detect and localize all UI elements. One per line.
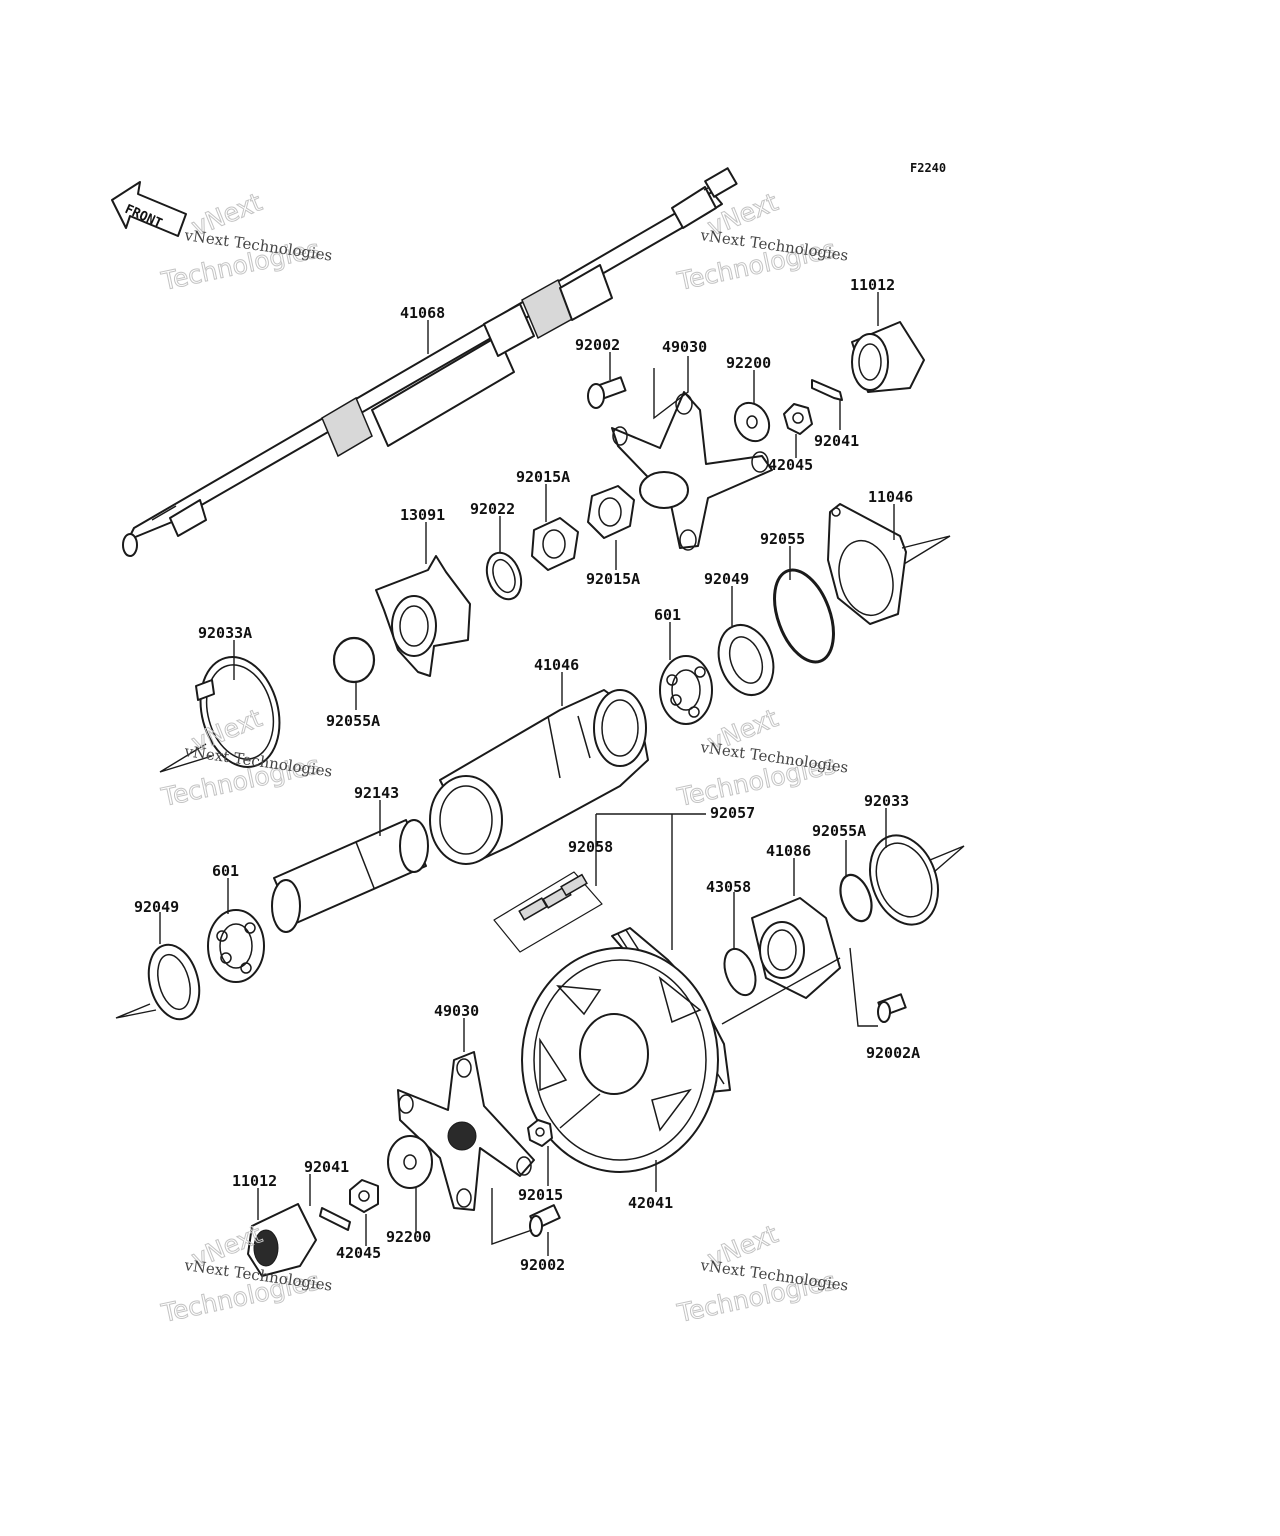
- nut-42045-top[interactable]: [783, 403, 813, 435]
- leader-lines: [159, 292, 895, 1256]
- label-49030-bot: 49030: [434, 1002, 479, 1020]
- label-92055A-left: 92055A: [326, 712, 380, 730]
- label-42041: 42041: [628, 1194, 673, 1212]
- axle-shaft-41068[interactable]: [122, 167, 738, 557]
- flange-13091[interactable]: [375, 555, 471, 677]
- part-labels: 41068 11012 92002 49030 92200 42045 9204…: [134, 276, 920, 1274]
- axle-housing-41046[interactable]: [429, 689, 649, 865]
- sprocket-42041[interactable]: [521, 947, 719, 1173]
- label-92055A-right: 92055A: [812, 822, 866, 840]
- label-92057: 92057: [710, 804, 755, 822]
- spacer-92143[interactable]: [271, 819, 429, 933]
- label-92143: 92143: [354, 784, 399, 802]
- hub-49030-bot[interactable]: [397, 1051, 535, 1211]
- seal-92049-right[interactable]: [709, 617, 782, 702]
- label-92058: 92058: [568, 838, 613, 856]
- label-601-left: 601: [212, 862, 239, 880]
- label-11012-top: 11012: [850, 276, 895, 294]
- nut-42045-bot[interactable]: [349, 1179, 379, 1213]
- bolt-92002A[interactable]: [877, 993, 907, 1023]
- label-92015A-1: 92015A: [516, 468, 570, 486]
- front-arrow-icon: FRONT: [111, 181, 187, 237]
- master-link-92058[interactable]: [493, 871, 603, 953]
- bolt-92002-top[interactable]: [587, 376, 627, 409]
- label-92015A-2: 92015A: [586, 570, 640, 588]
- label-43058: 43058: [706, 878, 751, 896]
- label-92041-bot: 92041: [304, 1158, 349, 1176]
- sprocket-hub-41086[interactable]: [751, 897, 841, 999]
- bracket-11046[interactable]: [827, 503, 951, 625]
- watermark-mid-left: vNext Technologies vNext Technologies: [158, 703, 334, 813]
- ring-43058[interactable]: [719, 945, 762, 1000]
- label-41086: 41086: [766, 842, 811, 860]
- cotter-pin-92041-bot[interactable]: [319, 1207, 351, 1231]
- label-92015: 92015: [518, 1186, 563, 1204]
- label-92002-bot: 92002: [520, 1256, 565, 1274]
- label-92022: 92022: [470, 500, 515, 518]
- washer-92200-top[interactable]: [728, 397, 776, 448]
- label-92049-left: 92049: [134, 898, 179, 916]
- washer-92200-bot[interactable]: [387, 1135, 433, 1189]
- hub-49030-top[interactable]: [611, 391, 773, 551]
- nut-92015A-a[interactable]: [531, 517, 579, 571]
- snap-ring-92033A[interactable]: [159, 648, 291, 776]
- cotter-pin-92041-top[interactable]: [811, 379, 843, 401]
- label-13091: 13091: [400, 506, 445, 524]
- label-49030-top: 49030: [662, 338, 707, 356]
- seal-92049-left[interactable]: [115, 939, 207, 1025]
- o-ring-92055[interactable]: [763, 562, 845, 670]
- label-41068: 41068: [400, 304, 445, 322]
- label-11046: 11046: [868, 488, 913, 506]
- label-92002-top: 92002: [575, 336, 620, 354]
- watermark-bot-right: vNext Technologies vNext Technologies: [674, 1219, 850, 1329]
- nut-92015A-b[interactable]: [587, 485, 635, 539]
- label-11012-bot: 11012: [232, 1172, 277, 1190]
- label-92049-right: 92049: [704, 570, 749, 588]
- o-ring-92055A-right[interactable]: [835, 871, 878, 926]
- collar-92022[interactable]: [481, 548, 527, 604]
- bearing-601-left[interactable]: [207, 909, 265, 983]
- label-41046: 41046: [534, 656, 579, 674]
- o-ring-92055A-left[interactable]: [332, 636, 376, 684]
- label-92002A: 92002A: [866, 1044, 920, 1062]
- label-92055: 92055: [760, 530, 805, 548]
- cap-11012-bot[interactable]: [247, 1203, 317, 1277]
- label-42045-top: 42045: [768, 456, 813, 474]
- label-92041-top: 92041: [814, 432, 859, 450]
- bolt-92002-bot[interactable]: [529, 1204, 561, 1237]
- nut-92015[interactable]: [527, 1119, 553, 1147]
- snap-ring-92033[interactable]: [858, 826, 965, 934]
- label-42045-bot: 42045: [336, 1244, 381, 1262]
- label-92200-top: 92200: [726, 354, 771, 372]
- label-601-right: 601: [654, 606, 681, 624]
- label-92033A: 92033A: [198, 624, 252, 642]
- label-92033: 92033: [864, 792, 909, 810]
- watermark-top-left: vNext Technologies vNext Technologies: [158, 187, 334, 297]
- figure-ref: F2240: [910, 161, 946, 175]
- label-92200-bot: 92200: [386, 1228, 431, 1246]
- bearing-601-right[interactable]: [659, 655, 713, 725]
- cap-11012-top[interactable]: [851, 321, 925, 393]
